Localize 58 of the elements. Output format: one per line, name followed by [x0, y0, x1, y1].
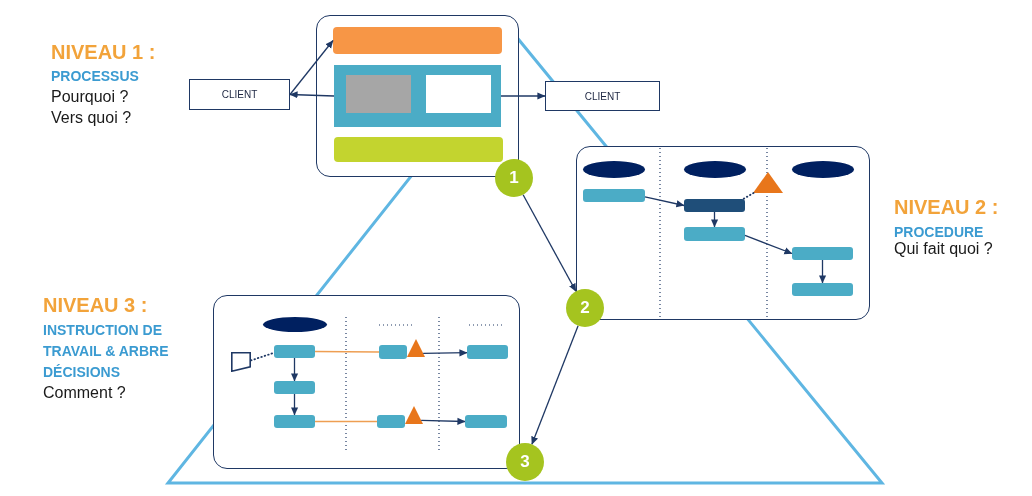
level-heading: NIVEAU 1 :	[51, 40, 156, 64]
step-number-circle: 2	[566, 289, 604, 327]
entity-box: CLIENT	[189, 79, 290, 110]
arrow	[289, 39, 334, 96]
placeholder-block	[345, 74, 411, 113]
level-heading: NIVEAU 2 :	[894, 195, 999, 219]
process-box	[273, 380, 315, 394]
arrow	[290, 393, 299, 416]
arrow	[710, 211, 719, 228]
level-title: PROCEDURE	[894, 224, 984, 241]
arrow	[522, 194, 577, 292]
guiding-question: Comment ?	[43, 384, 126, 403]
highlighted-process-box	[683, 198, 745, 212]
level-title: INSTRUCTION DE TRAVAIL & ARBRE DÉCISIONS	[43, 320, 170, 382]
process-box	[791, 246, 853, 260]
process-box	[376, 414, 405, 428]
process-box	[378, 344, 407, 359]
lane-header-ellipse	[683, 160, 746, 178]
arrow	[818, 259, 827, 284]
triangle-icon	[406, 338, 425, 357]
lane-header-ellipse	[791, 160, 854, 178]
document-icon	[230, 351, 251, 372]
process-box	[273, 344, 315, 358]
step-number-circle: 1	[495, 159, 533, 197]
arrow	[289, 91, 335, 99]
arrow	[531, 325, 579, 445]
arrow	[744, 234, 793, 255]
level-title: PROCESSUS	[51, 68, 139, 85]
process-box	[273, 414, 315, 428]
level-heading: NIVEAU 3 :	[43, 293, 148, 317]
dotted-line	[742, 192, 755, 200]
process-box	[683, 226, 745, 241]
top-bar	[332, 26, 502, 54]
guiding-question: Qui fait quoi ?	[894, 240, 993, 259]
lane-header-ellipse	[582, 160, 645, 178]
entity-box: CLIENT	[545, 81, 660, 111]
triangle-icon	[404, 405, 423, 424]
triangle-icon	[752, 171, 783, 193]
arrow	[290, 357, 299, 382]
arrow	[420, 417, 466, 425]
middle-band	[333, 64, 501, 127]
guiding-question: Vers quoi ?	[51, 109, 132, 128]
process-box	[582, 188, 645, 202]
arrow	[644, 196, 685, 208]
process-box	[791, 282, 853, 296]
step-number-circle: 3	[506, 443, 544, 481]
swimlane-panel	[576, 146, 870, 320]
connector-line	[314, 350, 380, 353]
placeholder-block	[425, 74, 491, 113]
process-box	[466, 344, 508, 359]
arrow	[500, 92, 546, 100]
bottom-bar	[333, 136, 503, 162]
dotted-line	[250, 351, 275, 362]
process-box	[464, 414, 507, 428]
connector-line	[314, 420, 378, 423]
work-instruction-panel	[213, 295, 520, 469]
arrow	[422, 349, 468, 357]
guiding-question: Pourquoi ?	[51, 88, 129, 107]
